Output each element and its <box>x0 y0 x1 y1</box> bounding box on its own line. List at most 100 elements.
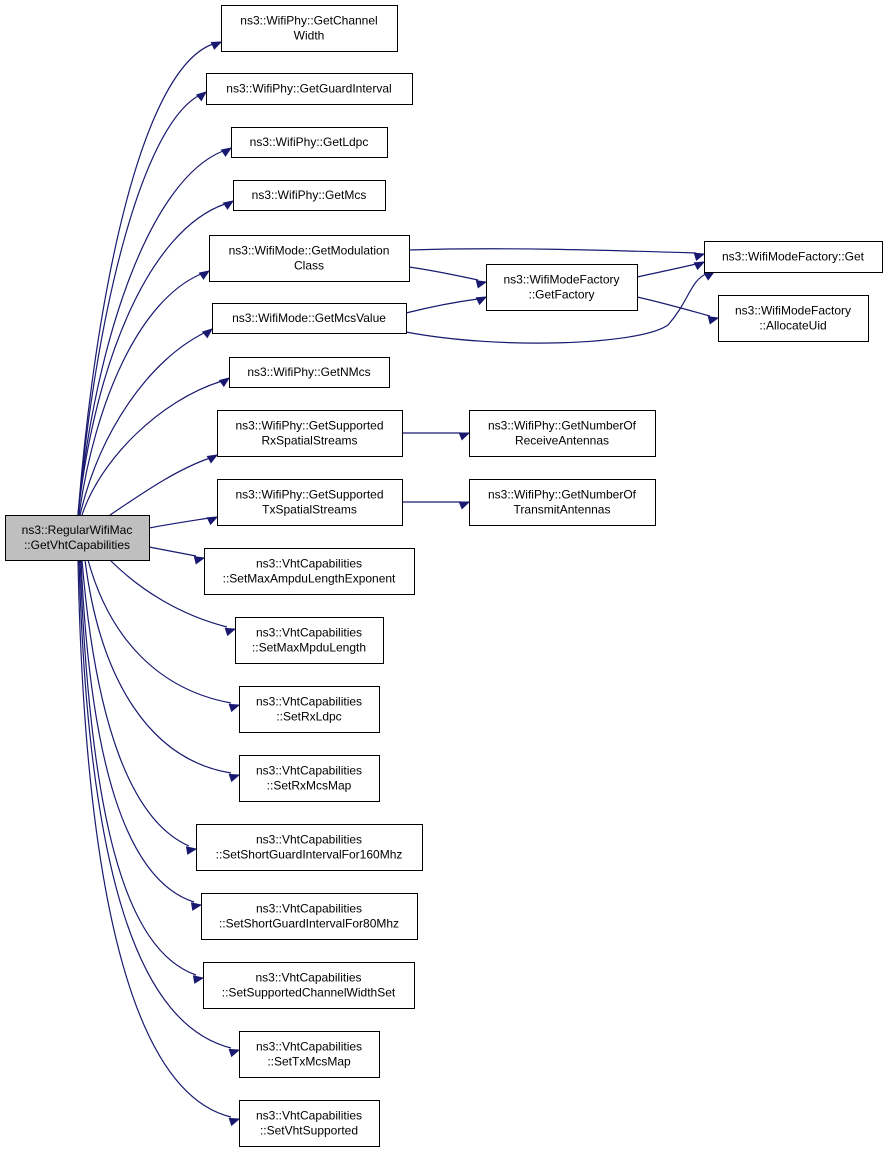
node-box <box>486 264 638 311</box>
edge-line <box>79 332 205 516</box>
edge-line <box>408 266 479 281</box>
node-label: TransmitAntennas <box>514 503 611 517</box>
node-get-supported-tx[interactable]: ns3::WifiPhy::GetSupportedTxSpatialStrea… <box>217 479 403 526</box>
arrowhead-icon <box>228 1048 241 1058</box>
node-label: ns3::WifiModeFactory::Get <box>722 250 865 264</box>
edge-root-to-get-ldpc <box>77 147 233 516</box>
node-box <box>204 548 415 595</box>
node-label: ReceiveAntennas <box>515 434 609 448</box>
node-set-vht-supported[interactable]: ns3::VhtCapabilities::SetVhtSupported <box>239 1100 380 1147</box>
node-label: ns3::VhtCapabilities <box>256 764 362 778</box>
node-box <box>201 893 418 940</box>
node-get-ldpc[interactable]: ns3::WifiPhy::GetLdpc <box>231 127 388 158</box>
arrowhead-icon <box>475 280 488 289</box>
node-set-sgi-160[interactable]: ns3::VhtCapabilities::SetShortGuardInter… <box>196 824 423 871</box>
node-label: ns3::WifiModeFactory <box>735 304 851 318</box>
edge-line <box>80 559 195 903</box>
node-label: ns3::WifiPhy::GetMcs <box>252 188 367 202</box>
edge-line <box>79 559 197 976</box>
node-label: Class <box>294 259 324 273</box>
node-label: ns3::WifiPhy::GetLdpc <box>250 135 369 149</box>
edge-get-supported-rx-to-get-receive-antennas <box>402 432 471 441</box>
node-get-nmcs[interactable]: ns3::WifiPhy::GetNMcs <box>229 357 390 388</box>
node-get-transmit-antennas[interactable]: ns3::WifiPhy::GetNumberOfTransmitAntenna… <box>469 479 656 526</box>
node-get-supported-rx[interactable]: ns3::WifiPhy::GetSupportedRxSpatialStrea… <box>217 410 403 457</box>
edge-get-mcs-value-to-mode-factory-get-factory <box>405 296 488 314</box>
edge-root-to-get-mcs <box>77 200 235 516</box>
edge-line <box>77 150 224 516</box>
edge-root-to-get-modulation-class <box>78 270 211 516</box>
node-get-guard-interval[interactable]: ns3::WifiPhy::GetGuardInterval <box>206 73 413 105</box>
node-set-channel-width-set[interactable]: ns3::VhtCapabilities::SetSupportedChanne… <box>203 962 415 1009</box>
edge-get-modulation-class-to-mode-factory-get <box>408 248 706 261</box>
edge-line <box>636 263 697 278</box>
node-label: ns3::WifiPhy::GetGuardInterval <box>226 82 391 96</box>
node-set-max-ampdu[interactable]: ns3::VhtCapabilities::SetMaxAmpduLengthE… <box>204 548 415 595</box>
arrowhead-icon <box>185 846 198 855</box>
node-box <box>203 962 415 1009</box>
node-box <box>231 127 388 158</box>
arrowhead-icon <box>707 316 720 325</box>
node-set-tx-mcs-map[interactable]: ns3::VhtCapabilities::SetTxMcsMap <box>239 1031 380 1078</box>
node-label: ns3::WifiMode::GetModulation <box>229 244 390 258</box>
call-edges <box>77 41 720 1127</box>
node-set-max-mpdu[interactable]: ns3::VhtCapabilities::SetMaxMpduLength <box>235 617 384 664</box>
node-get-mcs[interactable]: ns3::WifiPhy::GetMcs <box>233 180 386 211</box>
arrowhead-icon <box>220 147 233 157</box>
node-label: ns3::VhtCapabilities <box>256 1040 362 1054</box>
node-label: ns3::RegularWifiMac <box>22 523 133 537</box>
node-label: ::GetFactory <box>528 288 594 302</box>
arrowhead-icon <box>206 454 219 464</box>
node-label: ns3::WifiMode::GetMcsValue <box>232 311 386 325</box>
node-label: ::SetSupportedChannelWidthSet <box>222 986 396 1000</box>
edge-root-to-set-vht-supported <box>77 559 241 1127</box>
edge-root-to-set-channel-width-set <box>79 559 205 984</box>
edge-line <box>148 517 210 529</box>
edge-root-to-set-rx-mcs-map <box>84 559 241 783</box>
node-label: ::SetMaxAmpduLengthExponent <box>223 572 396 586</box>
node-mode-factory-get[interactable]: ns3::WifiModeFactory::Get <box>704 241 883 273</box>
edge-root-to-set-max-ampdu <box>148 546 206 565</box>
node-set-rx-ldpc[interactable]: ns3::VhtCapabilities::SetRxLdpc <box>239 686 380 733</box>
node-label: ns3::WifiPhy::GetSupported <box>235 419 383 433</box>
edge-root-to-set-sgi-160 <box>81 559 198 855</box>
edge-root-to-set-sgi-80 <box>80 559 203 911</box>
node-box <box>217 410 403 457</box>
node-label: ::SetVhtSupported <box>260 1124 358 1138</box>
arrowhead-icon <box>218 377 231 388</box>
arrowhead-icon <box>206 516 219 526</box>
node-label: ns3::VhtCapabilities <box>256 695 362 709</box>
edge-line <box>77 43 214 516</box>
arrowhead-icon <box>693 261 706 271</box>
edge-mode-factory-get-factory-to-mode-factory-get <box>636 261 706 278</box>
edge-line <box>78 559 232 1049</box>
node-set-sgi-80[interactable]: ns3::VhtCapabilities::SetShortGuardInter… <box>201 893 418 940</box>
edge-line <box>87 559 232 704</box>
edge-root-to-set-rx-ldpc <box>87 559 241 713</box>
node-label: ns3::WifiPhy::GetNumberOf <box>488 488 637 502</box>
arrowhead-icon <box>195 91 208 102</box>
node-label: ::SetMaxMpduLength <box>252 641 366 655</box>
node-mode-factory-get-factory[interactable]: ns3::WifiModeFactory::GetFactory <box>486 264 638 311</box>
node-label: ns3::VhtCapabilities <box>256 626 362 640</box>
node-mode-factory-allocate-uid[interactable]: ns3::WifiModeFactory::AllocateUid <box>718 295 869 342</box>
edge-mode-factory-get-factory-to-mode-factory-allocate-uid <box>636 296 720 325</box>
node-box <box>704 241 883 273</box>
edge-line <box>77 95 199 516</box>
node-get-mcs-value[interactable]: ns3::WifiMode::GetMcsValue <box>212 303 407 334</box>
edge-line <box>81 559 190 847</box>
arrowhead-icon <box>210 41 223 50</box>
arrowhead-icon <box>458 432 471 441</box>
node-set-rx-mcs-map[interactable]: ns3::VhtCapabilities::SetRxMcsMap <box>239 755 380 802</box>
node-box <box>239 755 380 802</box>
arrowhead-icon <box>475 296 488 306</box>
arrowhead-icon <box>193 556 206 565</box>
node-label: ns3::WifiPhy::GetSupported <box>235 488 383 502</box>
node-label: ::SetRxLdpc <box>276 710 341 724</box>
edge-line <box>81 380 223 516</box>
node-root[interactable]: ns3::RegularWifiMac::GetVhtCapabilities <box>5 515 150 561</box>
node-box <box>469 479 656 526</box>
